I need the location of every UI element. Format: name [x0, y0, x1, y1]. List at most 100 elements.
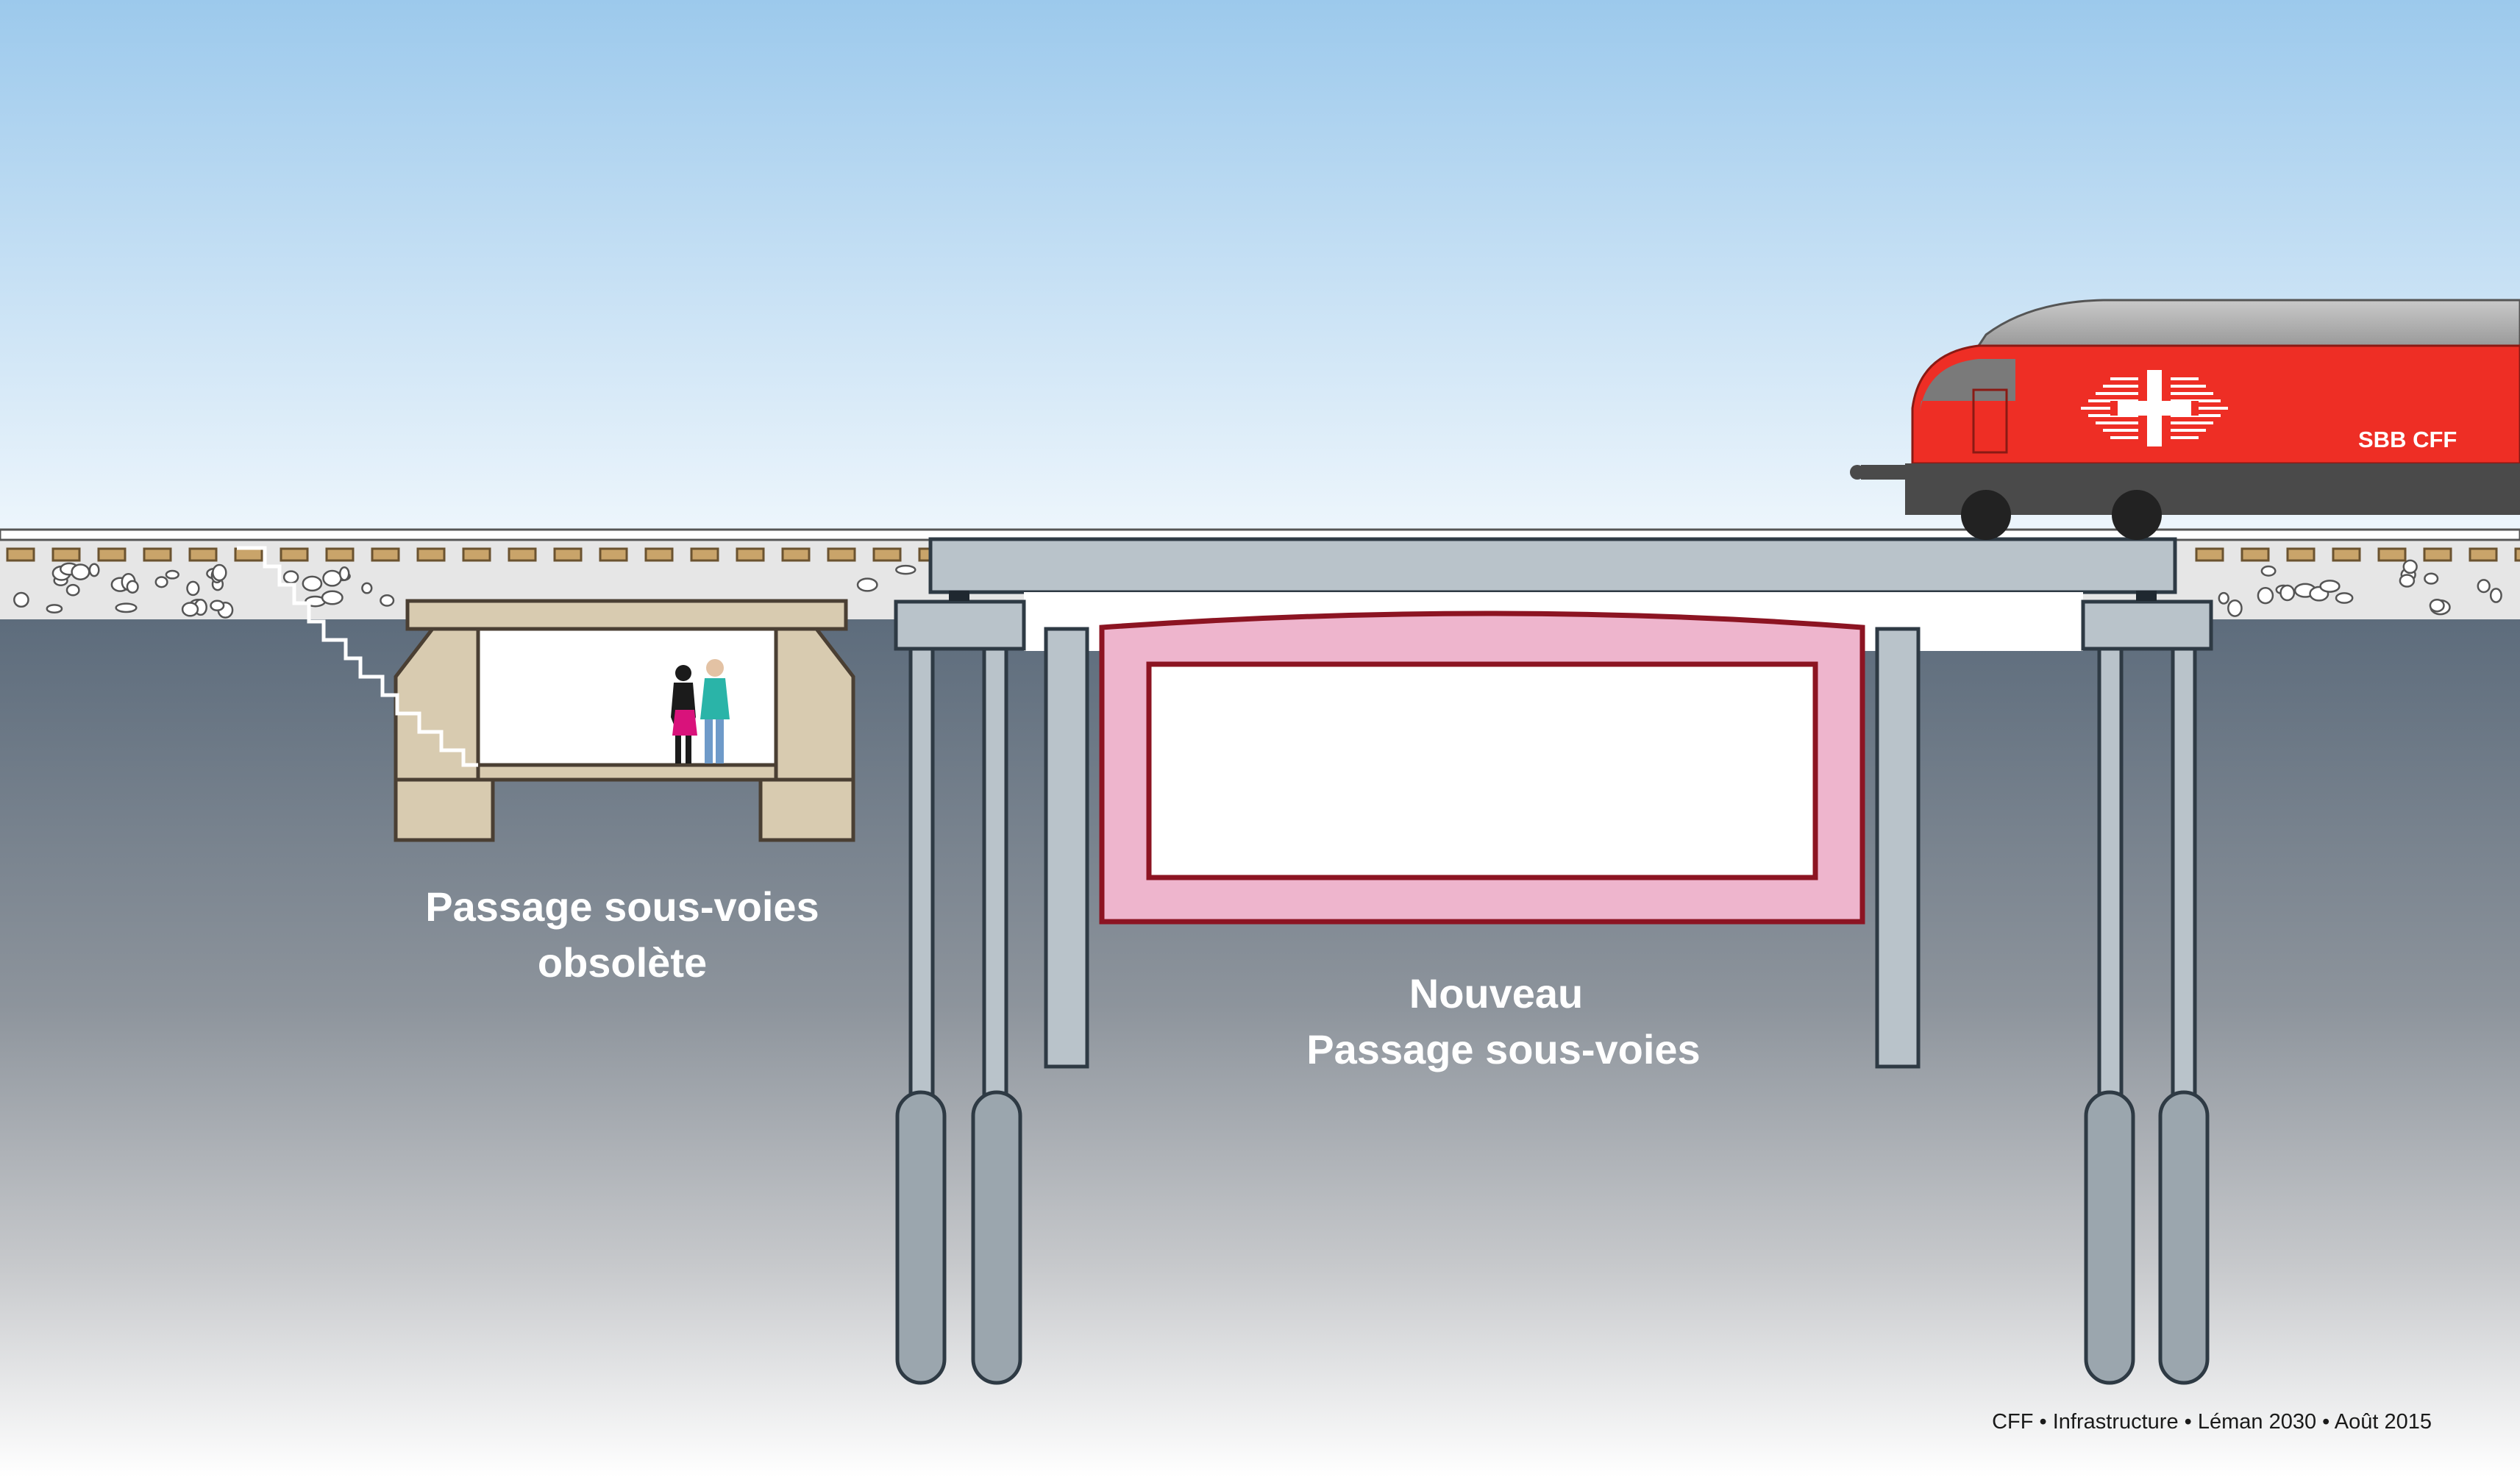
- sleeper: [51, 547, 81, 562]
- ballast-stone: [2279, 584, 2296, 602]
- ballast-stone: [338, 566, 350, 581]
- sleeper: [143, 547, 172, 562]
- left-wall: [1044, 627, 1089, 1069]
- sleeper: [416, 547, 446, 562]
- sleeper: [553, 547, 583, 562]
- train-roof: [1976, 299, 2520, 347]
- ballast-stone: [856, 577, 878, 592]
- ballast-stone: [210, 599, 225, 612]
- ballast-stone: [321, 590, 344, 605]
- right-cap: [2081, 599, 2213, 651]
- sleeper: [508, 547, 537, 562]
- train-windshield: [1920, 359, 2015, 412]
- swiss-cross-arrows-icon: [2081, 370, 2228, 446]
- ballast-stone: [380, 594, 395, 607]
- left-pile-foot-2: [971, 1090, 1022, 1385]
- ballast-stone: [2335, 592, 2354, 604]
- sleeper: [97, 547, 127, 562]
- ballast-stone: [302, 575, 323, 592]
- old-underpass-opening: [476, 627, 778, 767]
- ballast-stone: [165, 569, 179, 580]
- left-pile-outer: [908, 647, 935, 1107]
- ballast-stone: [2319, 580, 2341, 593]
- ballast-stone: [46, 604, 63, 614]
- train-brand: SBB CFF: [2358, 427, 2457, 452]
- old-passage-label-2: obsolète: [538, 939, 707, 986]
- sleeper: [2423, 547, 2452, 562]
- new-passage-inner: [1146, 661, 1818, 880]
- ballast-stone: [895, 564, 916, 575]
- sleeper: [2195, 547, 2224, 562]
- ballast-stone: [212, 563, 227, 582]
- sleeper: [280, 547, 309, 562]
- credit-line: CFF • Infrastructure • Léman 2030 • Août…: [1992, 1410, 2432, 1434]
- ballast-stone: [2429, 598, 2445, 613]
- ballast-stone: [115, 602, 138, 613]
- ballast-stone: [361, 582, 373, 594]
- ballast-stones: [13, 559, 2502, 619]
- ballast-stone: [2399, 574, 2416, 588]
- right-pile-outer: [2171, 647, 2197, 1107]
- sleeper: [2514, 547, 2520, 562]
- sleeper: [462, 547, 491, 562]
- train: SBB CFF: [1850, 299, 2520, 540]
- new-passage-label-1: Nouveau: [1409, 970, 1584, 1017]
- ballast-stone: [154, 576, 168, 588]
- right-wall: [1875, 627, 1921, 1069]
- old-passage-label-1: Passage sous-voies: [425, 883, 819, 930]
- ballast-stone: [2402, 559, 2418, 574]
- old-underpass-slab: [405, 599, 848, 631]
- sleeper: [827, 547, 856, 562]
- sleeper: [325, 547, 355, 562]
- new-passage: [1099, 611, 1865, 925]
- sleeper: [781, 547, 811, 562]
- sleeper: [2469, 547, 2498, 562]
- ballast-stone: [282, 570, 299, 584]
- sleeper: [599, 547, 628, 562]
- rail-sleepers: [6, 547, 2520, 562]
- ballast-stone: [13, 591, 29, 608]
- sleeper: [736, 547, 765, 562]
- ballast-stone: [2424, 572, 2439, 585]
- old-underpass-floor: [476, 763, 778, 782]
- bridge-deck: [928, 537, 2177, 594]
- left-pile-foot-1: [895, 1090, 947, 1385]
- ballast-stone: [2260, 565, 2277, 577]
- ballast-stone: [126, 580, 139, 594]
- old-underpass-left-foot: [394, 777, 495, 842]
- ballast-stone: [181, 602, 199, 617]
- train-wheel-2: [2112, 490, 2162, 540]
- ballast-stone: [88, 563, 100, 577]
- train-wheel-1: [1961, 490, 2011, 540]
- right-pile-foot-1: [2084, 1090, 2135, 1385]
- right-pile-inner: [2097, 647, 2124, 1107]
- sleeper: [188, 547, 218, 562]
- sleeper: [6, 547, 35, 562]
- old-underpass-right-foot: [758, 777, 855, 842]
- ballast-stone: [2218, 591, 2229, 605]
- sleeper: [2377, 547, 2407, 562]
- new-passage-label-2: Passage sous-voies: [1306, 1026, 1700, 1072]
- ballast-stone: [2477, 579, 2491, 594]
- left-pile-inner: [982, 647, 1008, 1107]
- sleeper: [234, 547, 263, 562]
- people-walking-icon: [671, 659, 730, 764]
- ballast-stone: [65, 583, 80, 597]
- sleeper: [644, 547, 674, 562]
- ballast-stone: [322, 569, 342, 587]
- right-pile-foot-2: [2158, 1090, 2210, 1385]
- train-body: [1911, 344, 2520, 465]
- left-cap: [894, 599, 1026, 651]
- ballast-stone: [186, 580, 200, 597]
- sleeper: [690, 547, 719, 562]
- ballast-stone: [2257, 587, 2274, 605]
- sleeper: [2240, 547, 2270, 562]
- sleeper: [872, 547, 902, 562]
- sleeper: [371, 547, 400, 562]
- ballast-stone: [2489, 588, 2502, 603]
- ballast-stone: [2227, 599, 2243, 617]
- stair-line: [237, 546, 478, 767]
- ballast-stone: [71, 563, 90, 580]
- sleeper: [2332, 547, 2361, 562]
